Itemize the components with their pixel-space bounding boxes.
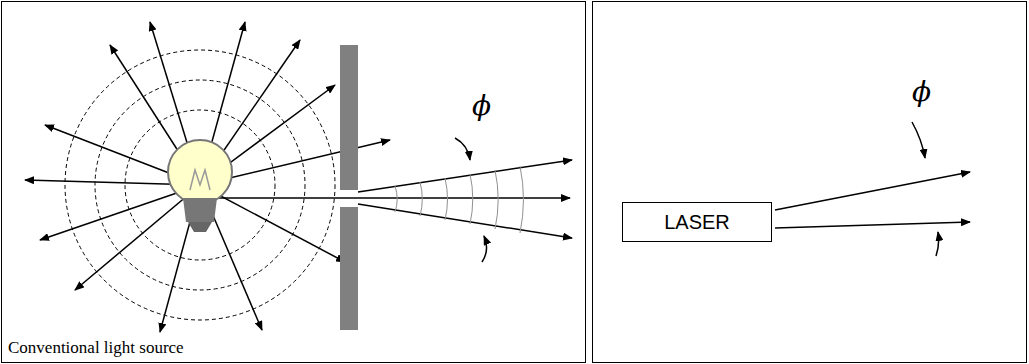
- angle-symbol: ϕ: [912, 78, 931, 106]
- angle-arrow: [455, 138, 487, 262]
- barrier: [340, 207, 358, 330]
- box-label: LASER: [664, 211, 730, 234]
- panel-caption: Conventional light source: [8, 338, 184, 358]
- light-bulb: [168, 140, 232, 232]
- barrier: [340, 45, 358, 190]
- laser-beam: [775, 172, 970, 228]
- panel-frame: [593, 2, 1027, 363]
- diverging-beam: [358, 160, 572, 238]
- angle-symbol: ϕ: [472, 92, 491, 120]
- light-rays: [25, 22, 390, 332]
- light-ray: [200, 197, 570, 199]
- diffracted-wavefronts: [395, 166, 523, 233]
- wavefronts: [65, 50, 335, 320]
- panel: Conventional light source: [1, 1, 586, 363]
- laser-box: LASER: [622, 202, 772, 242]
- angle-arrow: [912, 122, 939, 256]
